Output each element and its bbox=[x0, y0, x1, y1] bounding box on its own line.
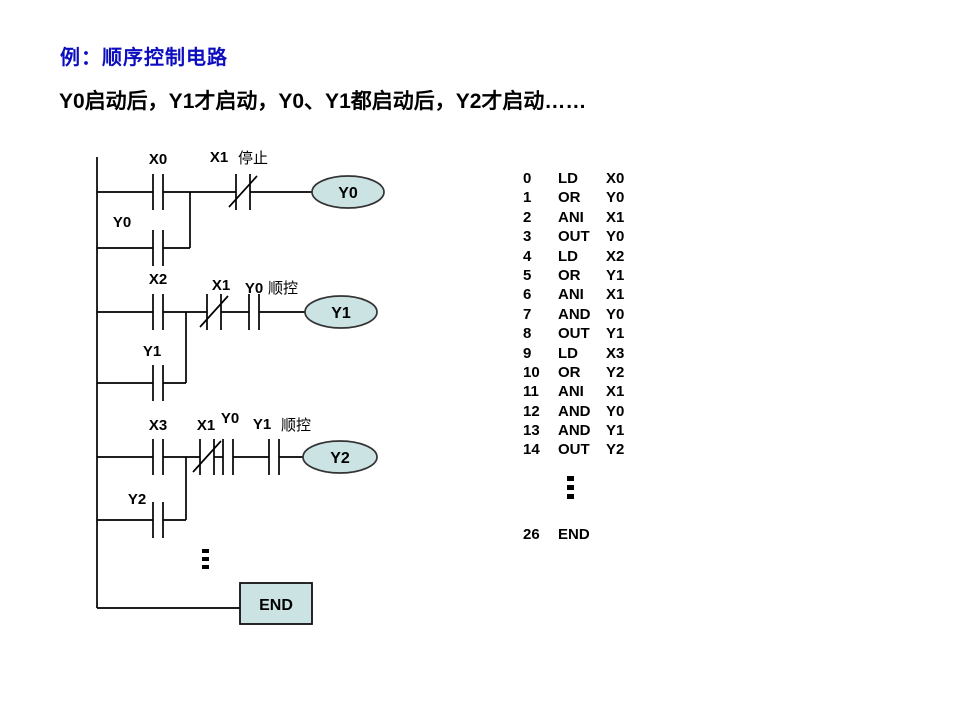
nc-slash-x1-rung1 bbox=[228, 175, 258, 208]
program-step: 3 bbox=[523, 228, 532, 246]
program-operand: Y0 bbox=[606, 305, 625, 323]
program-step: 4 bbox=[523, 247, 532, 265]
rung-3-wires bbox=[97, 439, 303, 538]
program-step: 5 bbox=[523, 266, 532, 284]
contact-label-x0: X0 bbox=[149, 151, 167, 168]
program-step: 1 bbox=[523, 189, 532, 207]
program-operand: X1 bbox=[606, 208, 625, 226]
program-vertical-ellipsis-icon bbox=[567, 475, 624, 499]
rung-1-wires bbox=[97, 174, 312, 266]
contact-label-x3: X3 bbox=[149, 417, 167, 434]
program-step: 0 bbox=[523, 170, 532, 187]
program-step: 2 bbox=[523, 208, 532, 226]
program-step: 11 bbox=[523, 383, 539, 401]
program-operand: Y1 bbox=[606, 422, 625, 440]
contact-label-x1-rung1: X1 bbox=[210, 149, 228, 166]
program-step: 8 bbox=[523, 325, 532, 343]
note-stop: 停止 bbox=[238, 150, 268, 167]
program-op: LD bbox=[558, 170, 578, 187]
program-step: 9 bbox=[523, 344, 532, 362]
program-operand: Y1 bbox=[606, 266, 625, 284]
program-row: 8 OUT Y1 bbox=[523, 324, 624, 343]
contact-label-y1-rung3: Y1 bbox=[253, 416, 271, 433]
program-op: OR bbox=[558, 266, 581, 284]
program-row: 10 OR Y2 bbox=[523, 363, 624, 382]
program-row: 4 LD X2 bbox=[523, 247, 624, 266]
program-step: 10 bbox=[523, 363, 540, 381]
slide-title: 例：顺序控制电路 bbox=[60, 47, 228, 69]
rung-2-wires bbox=[97, 294, 305, 401]
contact-label-x1-rung3: X1 bbox=[197, 417, 215, 434]
program-row: 3 OUT Y0 bbox=[523, 227, 624, 246]
coil-y0 bbox=[311, 175, 385, 209]
program-op: LD bbox=[558, 344, 578, 362]
program-op: OR bbox=[558, 363, 581, 381]
branch-contact-label-y2: Y2 bbox=[128, 491, 146, 508]
program-row: 6 ANI X1 bbox=[523, 285, 624, 304]
program-operand: Y2 bbox=[606, 441, 625, 459]
program-op: OUT bbox=[558, 228, 590, 246]
program-op: LD bbox=[558, 247, 578, 265]
contact-label-y0-rung3: Y0 bbox=[221, 410, 239, 427]
program-row: 7 AND Y0 bbox=[523, 305, 624, 324]
program-row: 9 LD X3 bbox=[523, 344, 624, 363]
nc-slash-x1-rung2 bbox=[199, 295, 229, 328]
program-step: 6 bbox=[523, 286, 532, 304]
program-operand: Y0 bbox=[606, 189, 625, 207]
program-step: 14 bbox=[523, 441, 540, 459]
program-operand: X1 bbox=[606, 286, 625, 304]
program-row: 2 ANI X1 bbox=[523, 208, 624, 227]
program-op: OR bbox=[558, 189, 581, 207]
program-op: END bbox=[558, 525, 590, 543]
program-op: ANI bbox=[558, 383, 584, 401]
contact-label-x1-rung2: X1 bbox=[212, 277, 230, 294]
ladder-vertical-ellipsis-icon bbox=[202, 549, 209, 569]
branch-contact-label-y0: Y0 bbox=[113, 214, 131, 231]
program-row: 14 OUT Y2 bbox=[523, 440, 624, 459]
program-step: 7 bbox=[523, 305, 532, 323]
coil-label-y2: Y2 bbox=[330, 450, 350, 467]
coil-label-y0: Y0 bbox=[338, 185, 358, 202]
coil-label-y1: Y1 bbox=[331, 305, 351, 322]
branch-contact-label-y1: Y1 bbox=[143, 343, 161, 360]
slide-subtitle: Y0启动后，Y1才启动，Y0、Y1都启动后，Y2才启动…… bbox=[59, 90, 587, 113]
program-row-end: 26 END bbox=[523, 525, 624, 544]
program-operand: X2 bbox=[606, 247, 625, 265]
program-row: 1 OR Y0 bbox=[523, 188, 624, 207]
program-op: ANI bbox=[558, 208, 584, 226]
program-operand: X1 bbox=[606, 383, 625, 401]
coil-y2 bbox=[302, 440, 378, 474]
program-operand: Y0 bbox=[606, 402, 625, 420]
note-sequence-rung2: 顺控 bbox=[268, 280, 298, 297]
program-op: ANI bbox=[558, 286, 584, 304]
program-step: 26 bbox=[523, 525, 540, 543]
program-step: 12 bbox=[523, 402, 540, 420]
end-block-label: END bbox=[259, 597, 293, 614]
program-operand: X0 bbox=[606, 170, 625, 187]
contact-label-y0-rung2: Y0 bbox=[245, 280, 263, 297]
coil-y1 bbox=[304, 295, 378, 329]
program-op: AND bbox=[558, 305, 591, 323]
program-step: 13 bbox=[523, 422, 540, 440]
program-operand: X3 bbox=[606, 344, 625, 362]
program-operand: Y1 bbox=[606, 325, 625, 343]
nc-slash-x1-rung3 bbox=[192, 440, 222, 473]
program-row: 11 ANI X1 bbox=[523, 382, 624, 401]
program-operand: Y0 bbox=[606, 228, 625, 246]
program-op: OUT bbox=[558, 325, 590, 343]
program-row: 13 AND Y1 bbox=[523, 421, 624, 440]
contact-label-x2: X2 bbox=[149, 271, 167, 288]
note-sequence-rung3: 顺控 bbox=[281, 417, 311, 434]
program-operand: Y2 bbox=[606, 363, 625, 381]
end-block bbox=[239, 582, 313, 625]
program-row: 5 OR Y1 bbox=[523, 266, 624, 285]
program-op: OUT bbox=[558, 441, 590, 459]
program-op: AND bbox=[558, 402, 591, 420]
program-row: 12 AND Y0 bbox=[523, 402, 624, 421]
program-op: AND bbox=[558, 422, 591, 440]
program-row: 0 LD X0 bbox=[523, 169, 624, 188]
